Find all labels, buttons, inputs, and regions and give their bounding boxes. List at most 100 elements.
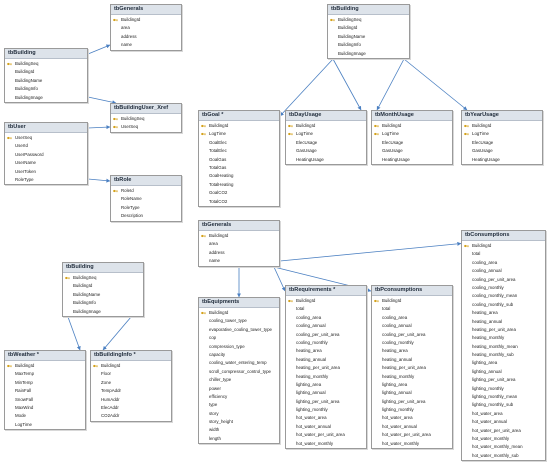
field-row[interactable]: address [199, 249, 279, 257]
table-title[interactable]: tbBuildingInfo * [91, 351, 171, 361]
field-row[interactable]: GasUsage [372, 147, 452, 155]
field-row[interactable]: cooling_water_entering_temp [199, 359, 279, 367]
field-row[interactable]: BuildingId [328, 24, 409, 32]
field-row[interactable]: GoalGas [199, 156, 279, 164]
field-row[interactable]: BuildingId [111, 16, 181, 24]
field-row[interactable]: UserSeq [111, 123, 181, 131]
field-row[interactable]: lighting_area [286, 381, 366, 389]
field-row[interactable]: area [111, 24, 181, 32]
field-row[interactable]: heating_area [372, 347, 452, 355]
field-row[interactable]: lighting_monthly_sub [462, 401, 545, 409]
field-row[interactable]: ElecAddr [91, 404, 171, 412]
field-row[interactable]: BuildingId [5, 362, 85, 370]
field-row[interactable]: hot_water_monthly [372, 440, 452, 448]
field-row[interactable]: capacity [199, 351, 279, 359]
table-title[interactable]: tbYearUsage [462, 111, 542, 121]
field-row[interactable]: RoleType [111, 204, 181, 212]
field-row[interactable]: ElecUsage [462, 139, 542, 147]
field-row[interactable]: hot_water_area [286, 414, 366, 422]
field-row[interactable]: BuildingImage [5, 94, 87, 102]
field-row[interactable]: hot_water_monthly [462, 435, 545, 443]
field-row[interactable]: cooling_per_unit_area [286, 331, 366, 339]
field-row[interactable]: chiller_type [199, 376, 279, 384]
table-title[interactable]: tbGenerals [111, 5, 181, 15]
field-row[interactable]: GoalCO2 [199, 189, 279, 197]
field-row[interactable]: UserPassword [5, 151, 87, 159]
field-row[interactable]: BuildingId [286, 122, 366, 130]
table-title[interactable]: tbGenerals [199, 221, 279, 231]
field-row[interactable]: heating_monthly_mean [462, 343, 545, 351]
field-row[interactable]: lighting_area [462, 359, 545, 367]
field-row[interactable]: BuildingId [286, 297, 366, 305]
table-title[interactable]: tbConsumptions [462, 231, 545, 241]
field-row[interactable]: heating_annual [372, 356, 452, 364]
field-row[interactable]: heating_monthly [286, 373, 366, 381]
field-row[interactable]: TotalElec [199, 147, 279, 155]
field-row[interactable]: cooling_per_unit_area [372, 331, 452, 339]
field-row[interactable]: cooling_annual [462, 267, 545, 275]
field-row[interactable]: lighting_annual [372, 389, 452, 397]
field-row[interactable]: total [462, 250, 545, 258]
field-row[interactable]: cooling_per_unit_area [462, 276, 545, 284]
field-row[interactable]: lighting_per_unit_area [372, 398, 452, 406]
field-row[interactable]: cooling_annual [286, 322, 366, 330]
field-row[interactable]: heating_per_unit_area [286, 364, 366, 372]
field-row[interactable]: BuildingName [63, 291, 143, 299]
field-row[interactable]: heating_monthly_sub [462, 351, 545, 359]
field-row[interactable]: heating_monthly [372, 373, 452, 381]
field-row[interactable]: cooling_monthly_sub [462, 301, 545, 309]
field-row[interactable]: UserName [5, 159, 87, 167]
field-row[interactable]: BuildingId [199, 122, 279, 130]
field-row[interactable]: UserToken [5, 168, 87, 176]
field-row[interactable]: lighting_per_unit_area [462, 376, 545, 384]
field-row[interactable]: heating_area [286, 347, 366, 355]
field-row[interactable]: cooling_tower_type [199, 317, 279, 325]
field-row[interactable]: RoleName [111, 195, 181, 203]
field-row[interactable]: CO2Addr [91, 412, 171, 420]
field-row[interactable]: cooling_annual [372, 322, 452, 330]
field-row[interactable]: MaxTemp [5, 370, 85, 378]
field-row[interactable]: cooling_monthly [372, 339, 452, 347]
field-row[interactable]: RoleId [111, 187, 181, 195]
field-row[interactable]: lighting_monthly [462, 385, 545, 393]
field-row[interactable]: hot_water_annual [286, 423, 366, 431]
field-row[interactable]: lighting_area [372, 381, 452, 389]
field-row[interactable]: BuildingId [372, 122, 452, 130]
table-title[interactable]: tbBuilding [63, 263, 143, 273]
field-row[interactable]: LogTime [5, 421, 85, 429]
field-row[interactable]: total [286, 305, 366, 313]
field-row[interactable]: BuildingId [63, 282, 143, 290]
field-row[interactable]: hot_water_per_unit_area [286, 431, 366, 439]
field-row[interactable]: Floor [91, 370, 171, 378]
field-row[interactable]: story [199, 410, 279, 418]
table-title[interactable]: tbPconsumptions [372, 286, 452, 296]
field-row[interactable]: address [111, 33, 181, 41]
field-row[interactable]: BuildingInfo [5, 85, 87, 93]
field-row[interactable]: hot_water_per_unit_area [462, 427, 545, 435]
field-row[interactable]: UserSeq [5, 134, 87, 142]
field-row[interactable]: SnowFall [5, 396, 85, 404]
field-row[interactable]: BuildingName [328, 33, 409, 41]
field-row[interactable]: hot_water_annual [372, 423, 452, 431]
table-title[interactable]: tbEquipments [199, 298, 279, 308]
field-row[interactable]: cooling_monthly_mean [462, 292, 545, 300]
field-row[interactable]: GasUsage [462, 147, 542, 155]
field-row[interactable]: lighting_monthly_mean [462, 393, 545, 401]
field-row[interactable]: BuildingImage [328, 50, 409, 58]
field-row[interactable]: hot_water_monthly_sub [462, 452, 545, 460]
field-row[interactable]: hot_water_area [372, 414, 452, 422]
field-row[interactable]: hot_water_annual [462, 418, 545, 426]
field-row[interactable]: TempAddr [91, 387, 171, 395]
field-row[interactable]: BuildingSeq [328, 16, 409, 24]
field-row[interactable]: BuildingId [91, 362, 171, 370]
field-row[interactable]: cooling_area [462, 259, 545, 267]
field-row[interactable]: BuildingId [462, 242, 545, 250]
field-row[interactable]: ElecUsage [286, 139, 366, 147]
